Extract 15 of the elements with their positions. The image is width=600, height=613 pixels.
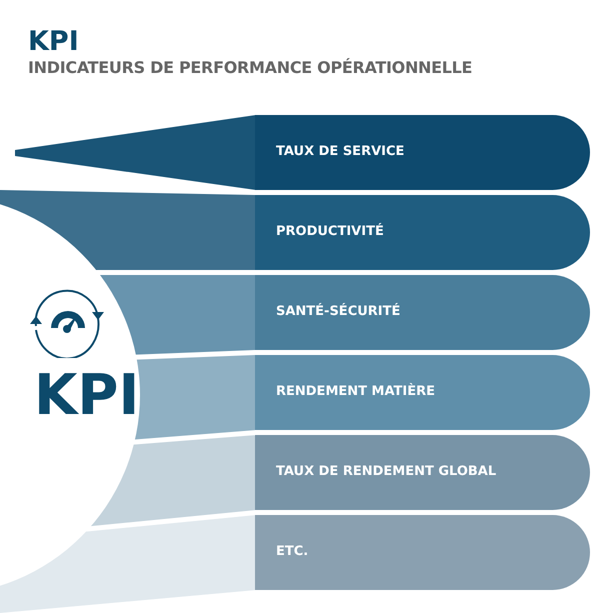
indicator-band — [255, 115, 590, 190]
band-label: RENDEMENT MATIÈRE — [276, 384, 435, 399]
indicator-band — [255, 515, 590, 590]
indicator-band — [255, 275, 590, 350]
band-label: ETC. — [276, 544, 308, 559]
indicator-band — [255, 435, 590, 510]
indicator-band — [255, 195, 590, 270]
band-label: TAUX DE SERVICE — [276, 144, 404, 159]
band-label: SANTÉ-SÉCURITÉ — [276, 304, 400, 319]
kpi-label: KPI — [34, 368, 140, 424]
subtitle: INDICATEURS DE PERFORMANCE OPÉRATIONNELLE — [28, 58, 472, 77]
indicator-band — [255, 355, 590, 430]
band-label: TAUX DE RENDEMENT GLOBAL — [276, 464, 496, 479]
band-label: PRODUCTIVITÉ — [276, 224, 384, 239]
title: KPI — [28, 26, 79, 57]
